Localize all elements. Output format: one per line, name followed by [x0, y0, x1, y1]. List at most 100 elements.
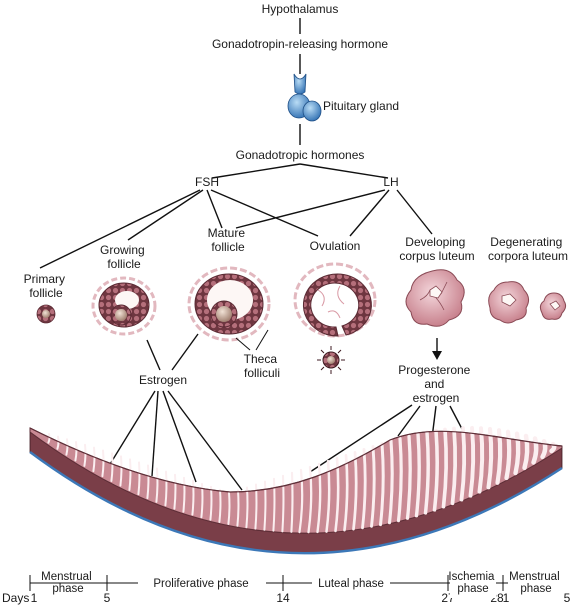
endometrial-gland — [459, 426, 467, 502]
hypothalamus-label: Hypothalamus — [262, 2, 339, 16]
day-tick-1-next: 1 — [503, 591, 510, 605]
endometrial-gland — [486, 426, 494, 490]
endometrial-gland — [47, 433, 51, 444]
endometrial-gland — [209, 485, 213, 521]
degenerating-corpora-luteum-label: Degenerating corpora luteum — [488, 235, 568, 263]
phase-ischemia-label: Ischemia phase — [448, 571, 497, 595]
endometrial-gland — [137, 461, 141, 496]
connector-to-lh — [299, 163, 389, 179]
mature-follicle-label: Mature follicle — [208, 226, 249, 254]
endometrial-gland — [468, 425, 476, 498]
endometrial-gland — [200, 482, 204, 519]
fsh-label: FSH — [195, 175, 219, 189]
pituitary-gland-illustration — [287, 73, 322, 122]
days-label: Days — [2, 591, 29, 605]
endometrial-gland — [173, 473, 177, 510]
phase-proliferative-label: Proliferative phase — [153, 578, 248, 590]
endometrial-gland — [477, 426, 485, 494]
endometrial-gland — [432, 428, 439, 512]
ovulation-label: Ovulation — [310, 239, 361, 253]
endometrial-gland — [263, 480, 267, 531]
endometrial-gland — [298, 468, 304, 534]
day-tick-5-next: 5 — [564, 591, 571, 605]
endometrial-gland — [316, 462, 322, 534]
connector-to-fsh — [211, 163, 301, 179]
mature-follicle-illustration — [187, 266, 271, 342]
endometrial-gland — [361, 448, 367, 530]
endometrial-gland — [155, 467, 159, 503]
endometrial-gland — [83, 443, 87, 467]
ovulation-illustration — [293, 262, 377, 374]
arrowhead — [432, 351, 442, 360]
endometrial-gland — [307, 465, 313, 534]
endometrium-cross-section — [29, 425, 563, 555]
endometrial-gland — [164, 470, 168, 507]
theca-pointer-2 — [255, 329, 269, 351]
endometrial-gland — [128, 458, 132, 492]
endometrial-gland — [531, 436, 539, 465]
endometrial-gland — [254, 483, 258, 530]
endometrial-gland — [504, 429, 512, 481]
endometrial-gland — [396, 436, 403, 523]
endometrial-gland — [191, 479, 195, 516]
day-tick-5: 5 — [104, 591, 111, 605]
endometrial-gland — [387, 439, 394, 525]
endometrial-gland — [522, 433, 530, 471]
endometrial-gland — [290, 471, 294, 533]
endometrial-gland — [325, 459, 331, 533]
endometrial-gland — [110, 452, 114, 483]
endometrial-gland — [370, 445, 376, 528]
estrogen-label: Estrogen — [139, 373, 187, 387]
estrogen-from-growing — [146, 339, 161, 371]
endometrial-gland — [218, 488, 222, 523]
progesterone-estrogen-label: Progesterone and estrogen — [398, 363, 473, 405]
endometrial-gland — [540, 438, 548, 460]
endometrial-gland — [405, 434, 412, 520]
fsh-connectors — [39, 189, 319, 269]
endometrial-gland — [65, 438, 69, 456]
gonadotropic-label: Gonadotropic hormones — [236, 148, 365, 162]
endometrial-gland — [101, 449, 105, 478]
endometrial-gland — [272, 477, 276, 532]
growing-follicle-illustration — [91, 276, 157, 336]
developing-corpus-luteum-label: Developing corpus luteum — [399, 235, 474, 263]
endometrial-gland — [450, 426, 458, 506]
endometrial-gland — [92, 446, 96, 473]
day-tick-1: 1 — [31, 591, 38, 605]
phase-menstrual-label: Menstrual phase — [41, 571, 95, 595]
estrogen-from-mature — [171, 333, 199, 371]
estrogen-to-endometrium-lines — [103, 390, 243, 491]
day-tick-14: 14 — [276, 591, 290, 605]
phase-luteal-label: Luteal phase — [318, 578, 384, 590]
endometrial-gland — [378, 442, 385, 527]
endometrial-gland — [343, 453, 349, 532]
lh-connectors — [235, 189, 433, 237]
developing-corpus-luteum-illustration — [405, 269, 465, 327]
endometrial-gland — [495, 428, 503, 485]
primary-follicle-illustration — [36, 304, 56, 324]
endometrial-gland — [227, 491, 231, 525]
endometrial-gland — [513, 431, 521, 476]
pituitary-label: Pituitary gland — [323, 99, 399, 113]
endometrial-gland — [334, 456, 340, 533]
endometrial-gland — [182, 476, 186, 513]
growing-follicle-label: Growing follicle — [100, 243, 148, 271]
endometrial-gland — [423, 430, 430, 515]
endometrial-gland — [441, 427, 449, 509]
lh-label: LH — [383, 175, 398, 189]
endometrial-gland — [281, 474, 285, 533]
endometrial-gland — [414, 432, 421, 518]
theca-pointer-1 — [235, 337, 251, 351]
gnrh-label: Gonadotropin-releasing hormone — [212, 37, 388, 51]
endometrial-gland — [236, 489, 240, 527]
primary-follicle-label: Primary follicle — [24, 272, 69, 300]
endometrial-gland — [146, 464, 150, 500]
phase-menstrual-2-label: Menstrual phase — [509, 571, 563, 595]
endometrial-gland — [245, 486, 249, 529]
endometrial-gland — [119, 455, 123, 487]
endometrial-gland — [56, 435, 60, 450]
endometrial-gland — [74, 440, 78, 462]
theca-folliculi-label: Theca folliculi — [244, 352, 281, 380]
degenerating-corpora-luteum-illustration — [488, 281, 567, 324]
